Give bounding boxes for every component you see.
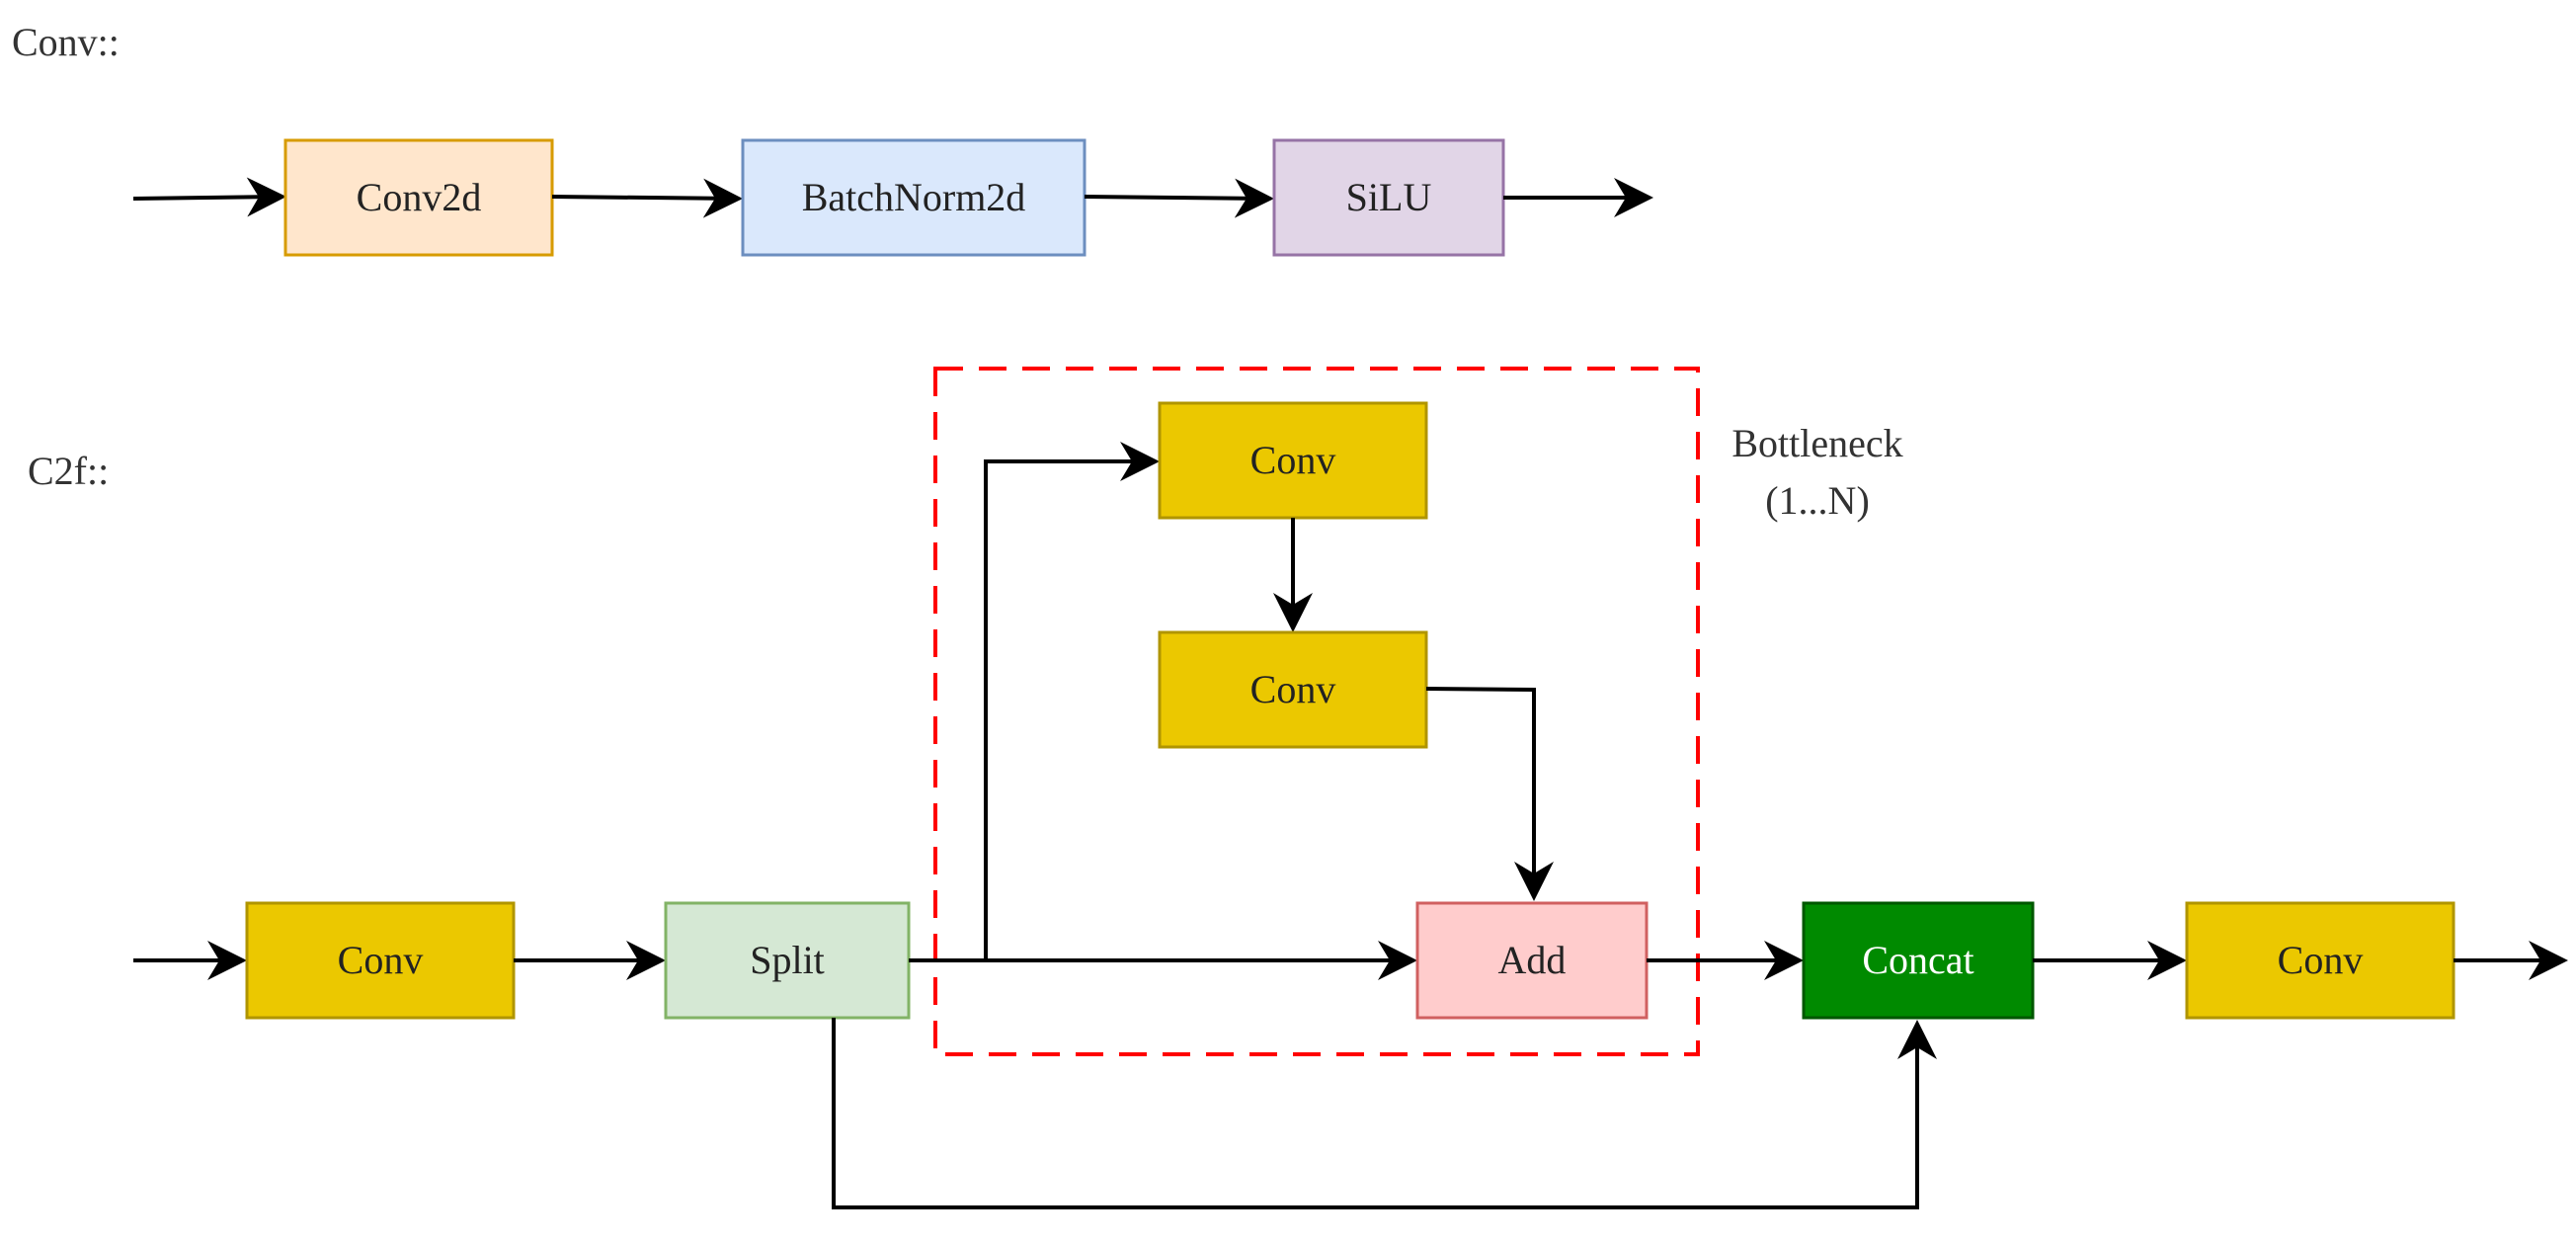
split-to-concat-skip-arrow — [832, 1018, 1937, 1209]
split-node[interactable]: Split — [664, 901, 911, 1020]
conv2d-box — [283, 138, 554, 257]
silu-node[interactable]: SiLU — [1272, 138, 1505, 257]
silu-box — [1272, 138, 1505, 257]
bottleneck-conv2-label: Conv — [1250, 667, 1336, 711]
bottleneck-conv2-box — [1158, 630, 1428, 749]
bottleneck-title: Bottleneck — [1731, 421, 1902, 465]
concat-node[interactable]: Concat — [1802, 901, 2035, 1020]
batchnorm-box — [741, 138, 1087, 257]
split-to-bottleneck-conv-arrow — [984, 442, 1160, 960]
bottleneck-conv1-label: Conv — [1250, 438, 1336, 482]
silu-label: SiLU — [1346, 175, 1432, 219]
conv-input-arrow — [132, 177, 286, 217]
c2f-section-title: C2f:: — [28, 449, 109, 493]
conv2d-label: Conv2d — [357, 175, 482, 219]
add-node[interactable]: Add — [1415, 901, 1649, 1020]
batchnorm-label: BatchNorm2d — [802, 175, 1026, 219]
c2f-conv-out-box — [2185, 901, 2455, 1020]
bottleneck-repeat-label: (1...N) — [1765, 478, 1870, 523]
conv2d-to-batchnorm-arrow — [551, 178, 743, 218]
conv2d-node[interactable]: Conv2d — [283, 138, 554, 257]
c2f-conv-in-box — [245, 901, 516, 1020]
conv2-to-add-arrow — [1425, 687, 1554, 901]
bottleneck-conv2-node[interactable]: Conv — [1158, 630, 1428, 749]
c2f-conv-out-node[interactable]: Conv — [2185, 901, 2455, 1020]
conv-module: Conv2d BatchNorm2d SiLU — [132, 138, 1653, 257]
concat-label: Concat — [1862, 938, 1973, 982]
c2f-module: Bottleneck (1...N) Conv Split Conv Conv — [133, 367, 2568, 1209]
c2f-conv-out-label: Conv — [2278, 938, 2364, 982]
batchnorm-node[interactable]: BatchNorm2d — [741, 138, 1087, 257]
bottleneck-group-border — [933, 367, 1700, 1056]
c2f-conv-in-label: Conv — [338, 938, 424, 982]
conv-section-title: Conv:: — [12, 20, 120, 64]
split-label: Split — [750, 938, 825, 982]
c2f-conv-in-node[interactable]: Conv — [245, 901, 516, 1020]
add-label: Add — [1498, 938, 1567, 982]
bottleneck-conv1-node[interactable]: Conv — [1158, 401, 1428, 520]
add-box — [1415, 901, 1649, 1020]
batchnorm-to-silu-arrow — [1084, 178, 1274, 218]
